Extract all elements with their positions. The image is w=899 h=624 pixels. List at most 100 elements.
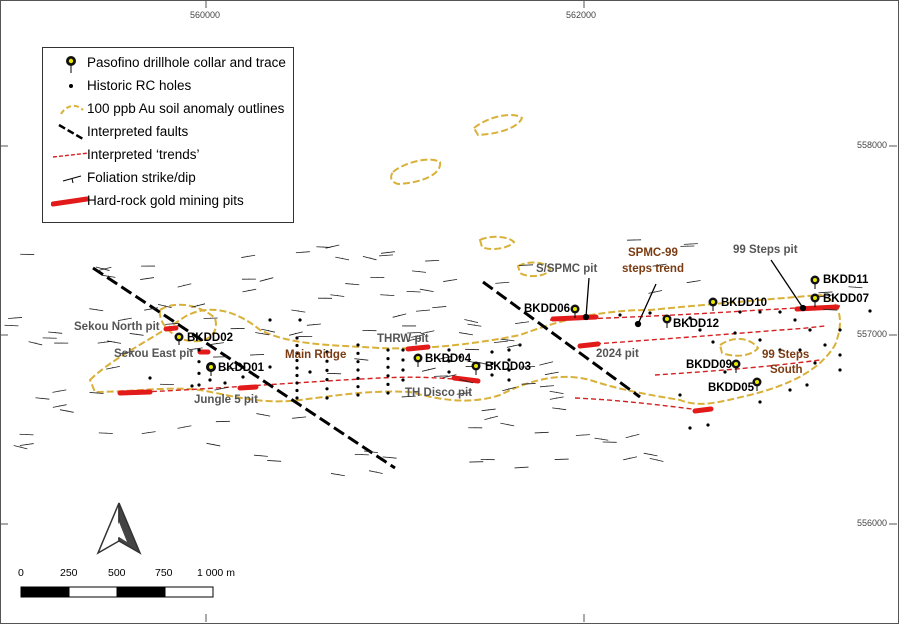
legend-row-pits: Hard-rock gold mining pits [43, 190, 293, 212]
foliation-mark [648, 290, 663, 294]
rc-hole [295, 388, 299, 393]
rc-hole [758, 310, 762, 314]
rc-hole [507, 368, 511, 372]
rc-hole [507, 378, 511, 382]
legend-label: Pasofino drillhole collar and trace [87, 55, 286, 70]
rc-hole [401, 358, 405, 362]
rc-hole [386, 382, 390, 386]
coord-y-557000: 557000 [857, 329, 888, 339]
rc-hole [648, 311, 652, 315]
trend-2024 [579, 325, 826, 346]
label-sekou-east-pit: Sekou East pit [114, 348, 193, 360]
drillhole-bkdd04 [413, 353, 423, 367]
rc-hole [507, 358, 511, 362]
rc-hole [386, 365, 390, 369]
drillhole-bkdd01 [206, 362, 216, 376]
rc-hole [778, 310, 782, 314]
label-steps-trend: steps trend [622, 263, 684, 275]
drillhole-bkdd12 [662, 314, 672, 328]
label-99-steps: 99 Steps [762, 349, 809, 361]
foliation-mark [823, 309, 838, 311]
trend-labels: Main Ridge SPMC-99 steps trend 99 Steps … [285, 247, 809, 376]
legend-row-drillhole: Pasofino drillhole collar and trace [43, 52, 293, 74]
label-bkdd02: BKDD02 [187, 332, 233, 344]
legend-label: Hard-rock gold mining pits [87, 193, 244, 208]
rc-hole [308, 370, 312, 374]
trend-south-2 [574, 397, 701, 411]
rc-hole [325, 387, 329, 391]
label-bkdd06: BKDD06 [524, 303, 570, 315]
legend-label: Foliation strike/dip [87, 170, 196, 185]
foliation-mark [380, 251, 395, 254]
rc-hole [356, 343, 360, 347]
soil-anomaly-north-1 [472, 114, 524, 137]
foliation-mark [354, 358, 369, 361]
rc-hole [733, 331, 737, 335]
drillhole-labels: BKDD01 BKDD02 BKDD03 BKDD04 BKDD05 BKDD0… [187, 274, 869, 394]
trend-main-ridge [119, 376, 481, 394]
rc-hole [190, 384, 194, 388]
rc-hole [678, 393, 682, 397]
rc-hole [386, 374, 390, 378]
scale-tick-750: 750 [155, 567, 173, 579]
label-jungle-5-pit: Jungle 5 pit [194, 394, 258, 406]
label-bkdd01: BKDD01 [218, 362, 265, 374]
drillhole-collars [174, 275, 820, 391]
rc-hole [295, 351, 299, 355]
rc-hole [197, 371, 201, 375]
rc-hole [798, 348, 802, 352]
rc-hole [490, 373, 494, 377]
trend-line-icon [52, 152, 90, 158]
fault-east [482, 280, 641, 399]
rc-hole [386, 348, 390, 352]
rc-hole [711, 340, 715, 344]
rc-hole [823, 343, 827, 347]
soil-anomaly-north-3 [478, 235, 516, 251]
foliation-mark [392, 313, 407, 318]
rc-hole [295, 381, 299, 385]
foliation-mark [544, 371, 559, 376]
foliation-mark [242, 288, 257, 293]
rc-hole [447, 348, 451, 352]
rc-hole [688, 316, 692, 320]
scale-bar [20, 586, 214, 598]
drillhole-collar-icon [66, 56, 76, 73]
rc-hole [325, 359, 329, 363]
label-bkdd10: BKDD10 [721, 297, 767, 309]
label-bkdd04: BKDD04 [425, 353, 472, 365]
rc-hole [295, 373, 299, 378]
scale-tick-0: 0 [18, 567, 24, 579]
foliation-mark [292, 416, 307, 419]
foliation-mark [625, 433, 640, 439]
rc-hole [295, 366, 299, 370]
legend-label: Historic RC holes [87, 78, 192, 93]
foliation-mark [643, 452, 658, 457]
mining-pit-icon [51, 196, 90, 207]
rc-hole [298, 318, 302, 322]
rc-hole [268, 365, 272, 369]
drillhole-bkdd02 [174, 332, 184, 345]
rc-hole [490, 361, 494, 366]
rc-hole [507, 348, 511, 352]
coord-x-562000: 562000 [566, 10, 597, 20]
foliation-mark [549, 396, 564, 400]
trend-south-1 [654, 359, 821, 376]
foliation-mark [177, 425, 192, 429]
fault-west [92, 266, 396, 470]
foliation-mark [506, 343, 521, 348]
rc-hole [268, 318, 272, 322]
coord-x-560000: 560000 [190, 10, 221, 20]
callout-leaders [582, 259, 807, 328]
drillhole-bkdd05 [752, 377, 762, 391]
rc-hole [868, 309, 872, 313]
foliation-mark [306, 323, 321, 326]
legend-label: 100 ppb Au soil anomaly outlines [87, 101, 285, 116]
soil-anomaly-outlines [88, 114, 841, 405]
rc-hole [295, 358, 299, 363]
foliation-mark [420, 330, 435, 335]
drillhole-bkdd10 [708, 297, 718, 311]
rc-hole [356, 385, 360, 389]
rc-hole [490, 350, 494, 354]
